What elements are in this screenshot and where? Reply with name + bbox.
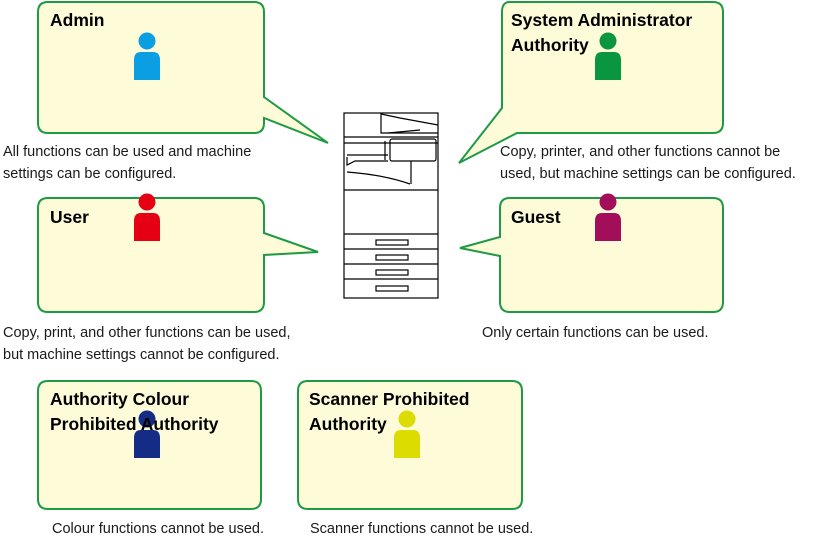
admin-description: All functions can be used and machine se… xyxy=(3,144,252,182)
person-head xyxy=(398,410,416,428)
person-head xyxy=(138,32,156,50)
guest-description: Only certain functions can be used. xyxy=(482,325,709,341)
user-bubble xyxy=(37,197,319,313)
person-body xyxy=(134,213,160,241)
user-person-icon xyxy=(134,193,160,241)
scanner-prohibited-description: Scanner functions cannot be used. xyxy=(310,521,534,537)
person-head xyxy=(138,410,156,428)
scanner-prohibited-person-icon xyxy=(394,410,420,458)
person-body xyxy=(595,213,621,241)
guest-title: Guest xyxy=(511,207,561,227)
system-administrator-title: System Administrator Authority xyxy=(511,10,693,55)
person-head xyxy=(599,193,617,211)
system-administrator-description: Copy, printer, and other functions canno… xyxy=(500,144,796,182)
person-body xyxy=(394,430,420,458)
person-body xyxy=(134,430,160,458)
colour-prohibited-title: Authority Colour Prohibited Authority xyxy=(50,389,219,434)
admin-title: Admin xyxy=(50,10,105,30)
person-body xyxy=(595,52,621,80)
admin-bubble xyxy=(37,1,329,144)
system-administrator-person-icon xyxy=(595,32,621,80)
guest-bubble xyxy=(459,197,724,313)
colour-prohibited-person-icon xyxy=(134,410,160,458)
person-body xyxy=(134,52,160,80)
system-administrator-bubble xyxy=(458,1,724,164)
scanner-prohibited-title: Scanner Prohibited Authority xyxy=(309,389,470,434)
person-head xyxy=(138,193,156,211)
printer-icon xyxy=(343,112,439,299)
user-description: Copy, print, and other functions can be … xyxy=(3,325,291,363)
guest-person-icon xyxy=(595,193,621,241)
user-title: User xyxy=(50,207,89,227)
colour-prohibited-description: Colour functions cannot be used. xyxy=(52,521,264,537)
person-head xyxy=(599,32,617,50)
admin-person-icon xyxy=(134,32,160,80)
